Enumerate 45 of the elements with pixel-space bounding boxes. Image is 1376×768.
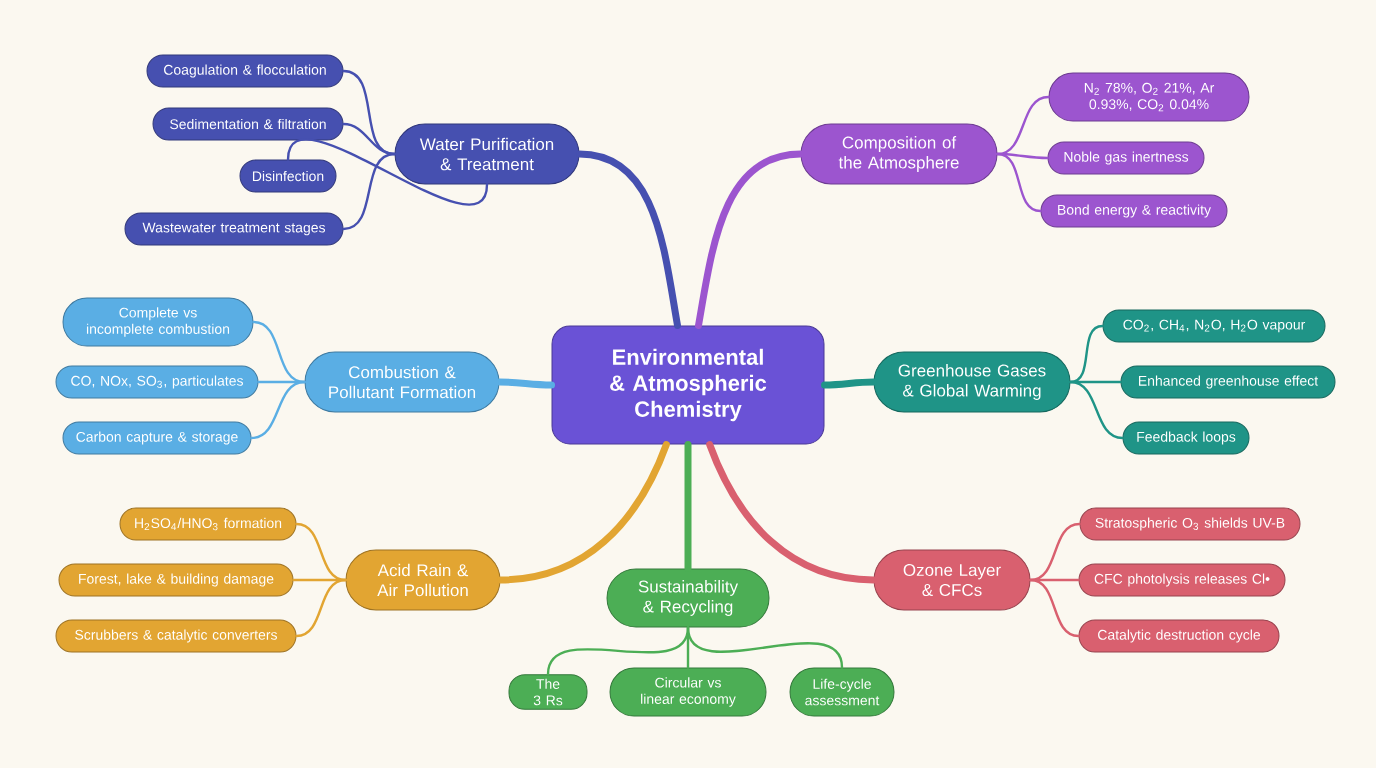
connector-line (821, 378, 877, 389)
connector-line (286, 138, 489, 206)
connector-line (1069, 380, 1124, 440)
subtopic-box: Circular vs linear economy (609, 667, 767, 717)
branch-topic-box: Acid Rain & Air Pollution (345, 549, 501, 611)
subtopic-box: CFC photolysis releases Cl• (1078, 563, 1286, 597)
connector-line (996, 152, 1042, 213)
branch-topic-box: Water Purification & Treatment (394, 123, 580, 185)
subtopic-box: Sedimentation & filtration (152, 107, 344, 141)
branch-topic-box: Greenhouse Gases & Global Warming (873, 351, 1071, 413)
subtopic-box: Wastewater treatment stages (124, 212, 344, 246)
subtopic-box: Life-cycle assessment (789, 667, 895, 717)
connector-line (250, 380, 306, 440)
connector-line (496, 378, 555, 389)
central-topic-box: Environmental & Atmospheric Chemistry (551, 325, 825, 445)
subtopic-box: Bond energy & reactivity (1040, 194, 1228, 228)
subtopic-box: Disinfection (239, 159, 337, 193)
branch-topic-box: Composition of the Atmosphere (800, 123, 998, 185)
connector-line (576, 150, 682, 329)
connector-line (695, 150, 804, 329)
connector-line (686, 626, 844, 669)
subtopic-box: CO, NOx, SO$_{3}$, particulates (55, 365, 259, 399)
connector-line (342, 152, 396, 231)
subtopic-box: Catalytic destruction cycle (1078, 619, 1280, 653)
connector-line (706, 441, 877, 584)
branch-topic-box: Sustainability & Recycling (606, 568, 770, 628)
connector-line (295, 578, 347, 638)
subtopic-box: Carbon capture & storage (62, 421, 252, 455)
subtopic-box: Complete vs incomplete combustion (62, 297, 254, 347)
subtopic-box: Feedback loops (1122, 421, 1250, 455)
subtopic-box: Noble gas inertness (1047, 141, 1205, 175)
subtopic-box: Forest, lake & building damage (58, 563, 294, 597)
connector-line (497, 441, 670, 584)
branch-topic-box: Combustion & Pollutant Formation (304, 351, 500, 413)
subtopic-box: Scrubbers & catalytic converters (55, 619, 297, 653)
subtopic-box: Enhanced greenhouse effect (1120, 365, 1336, 399)
subtopic-box: CO$_{2}$, CH$_{4}$, N$_{2}$O, H$_{2}$O vapour (1102, 309, 1326, 343)
subtopic-box: N$_{2}$ 78%, O$_{2}$ 21%, Ar 0.93%, CO$_{2}$ 0.04% (1048, 72, 1250, 122)
branch-topic-box: Ozone Layer & CFCs (873, 549, 1031, 611)
connector-line (684, 441, 692, 572)
subtopic-box: Coagulation & flocculation (146, 54, 344, 88)
connector-line (1029, 578, 1080, 638)
subtopic-box: The 3 Rs (508, 674, 588, 710)
subtopic-box: H$_{2}$SO$_{4}$/HNO$_{3}$ formation (119, 507, 297, 541)
subtopic-box: Stratospheric O$_{3}$ shields UV-B (1079, 507, 1301, 541)
